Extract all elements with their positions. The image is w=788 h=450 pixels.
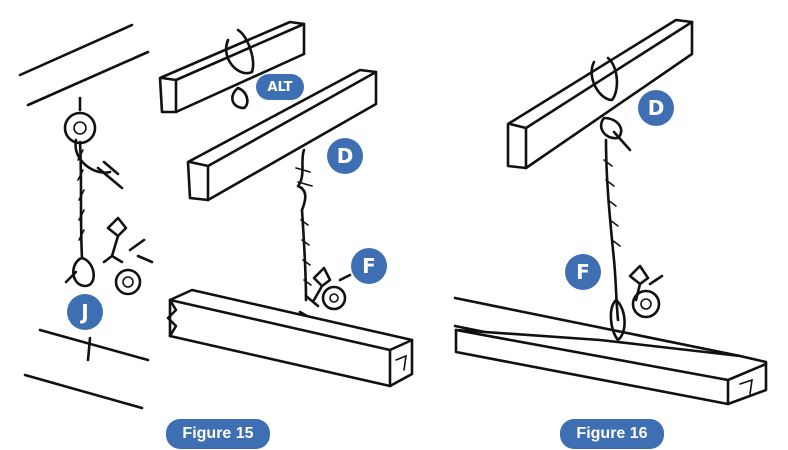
bottom-rail-f [166, 288, 414, 388]
pulley-clip-left [102, 216, 154, 296]
label-j-fig15: J [67, 294, 103, 330]
hanging-cord-left [64, 140, 95, 288]
cord-middle [295, 148, 313, 302]
upper-slat-alt [158, 20, 306, 114]
label-f-fig16: F [565, 254, 601, 290]
cord-right [603, 138, 626, 342]
clip-middle [298, 266, 354, 322]
label-alt: ALT [256, 74, 304, 100]
label-d-fig16: D [638, 90, 674, 126]
clip-right [628, 264, 664, 319]
ceiling-eye-hook [63, 96, 124, 190]
right-slat-d [506, 18, 694, 170]
right-bottom-rail [453, 296, 768, 406]
middle-slat-d [186, 68, 378, 202]
caption-figure-16: Figure 16 [560, 419, 664, 449]
label-f-fig15: F [351, 248, 387, 284]
label-d-fig15: D [327, 138, 363, 174]
left-ceiling-lines [18, 23, 150, 410]
caption-figure-15: Figure 15 [166, 419, 270, 449]
